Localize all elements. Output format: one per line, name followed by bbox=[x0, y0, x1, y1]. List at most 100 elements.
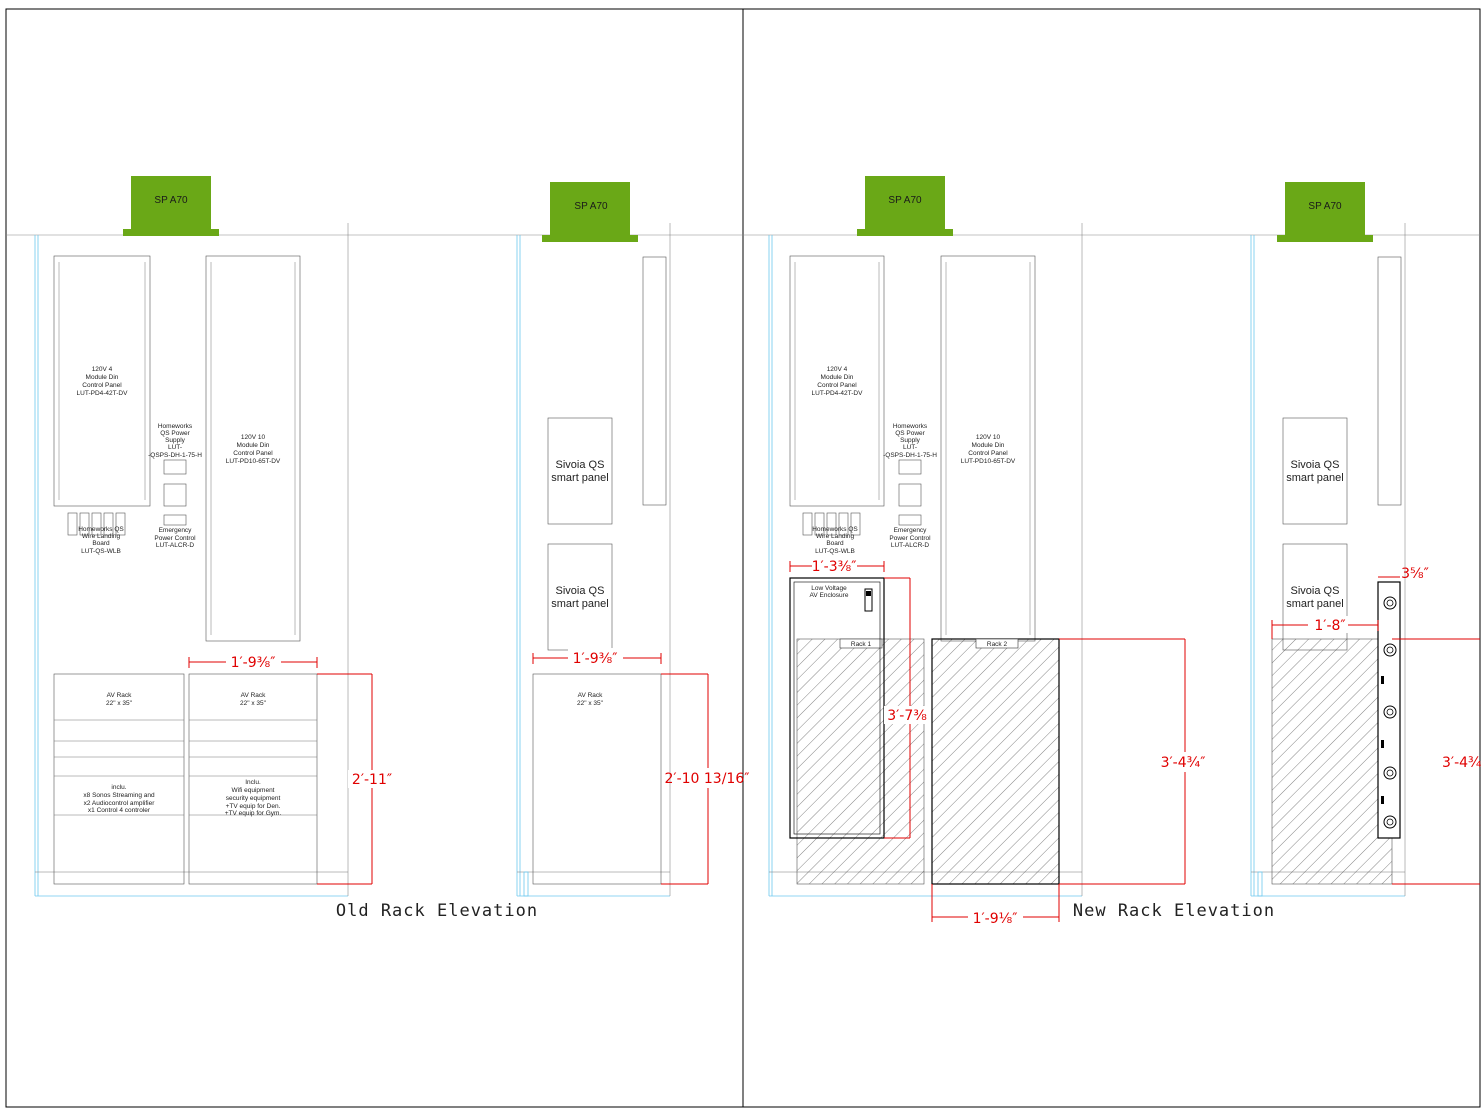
new-rack-1: Rack 1 bbox=[796, 638, 925, 885]
svg-text:1′-9⅛″: 1′-9⅛″ bbox=[973, 911, 1018, 927]
svg-text:AV Enclosure: AV Enclosure bbox=[810, 592, 849, 599]
old-height-dimension: 2′-11″ bbox=[317, 673, 396, 885]
svg-text:Homeworks: Homeworks bbox=[893, 423, 928, 430]
svg-text:Module Din: Module Din bbox=[821, 374, 854, 381]
svg-text:SP A70: SP A70 bbox=[574, 201, 608, 212]
sivoia-panel-4: Sivoia QS smart panel bbox=[1282, 543, 1348, 651]
sivoia-panel-3: Sivoia QS smart panel bbox=[1282, 417, 1348, 525]
sivoia-panel-1: Sivoia QS smart panel bbox=[547, 417, 613, 525]
svg-text:smart panel: smart panel bbox=[551, 598, 608, 610]
svg-text:x1 Control 4 controler: x1 Control 4 controler bbox=[88, 807, 151, 814]
svg-text:22" x 35": 22" x 35" bbox=[240, 700, 267, 707]
old-rack-elevation: SP A70 120V 4 Module Din Control Panel L… bbox=[34, 176, 750, 921]
svg-text:smart panel: smart panel bbox=[551, 472, 608, 484]
svg-text:LUT-: LUT- bbox=[168, 444, 182, 451]
emergency-power-control: Emergency Power Control LUT-ALCR-D bbox=[154, 527, 196, 549]
enclosure-side-profile bbox=[1377, 581, 1401, 839]
svg-text:Power Control: Power Control bbox=[889, 535, 931, 542]
speaker-sp-a70-3: SP A70 bbox=[857, 176, 953, 236]
svg-text:Control Panel: Control Panel bbox=[233, 450, 273, 457]
svg-text:120V 4: 120V 4 bbox=[827, 366, 848, 373]
svg-text:1′-3⅜″: 1′-3⅜″ bbox=[812, 559, 857, 575]
side-depth-dimension: 1′-8″ bbox=[1271, 616, 1379, 639]
svg-text:SP A70: SP A70 bbox=[1308, 201, 1342, 212]
svg-text:x8 Sonos Streaming and: x8 Sonos Streaming and bbox=[83, 792, 155, 799]
qs-power-supply: Homeworks QS Power Supply LUT- -QSPS-DH-… bbox=[148, 423, 202, 526]
svg-text:Low Voltage: Low Voltage bbox=[811, 585, 847, 592]
svg-text:Wifi equipment: Wifi equipment bbox=[232, 787, 275, 794]
new-side-elevation: SP A70 Sivoia QS smart panel Sivoia QS s… bbox=[1250, 182, 1484, 897]
svg-text:LUT-: LUT- bbox=[903, 444, 917, 451]
svg-text:Homeworks QS: Homeworks QS bbox=[812, 526, 858, 533]
svg-text:-QSPS-DH-1-75-H: -QSPS-DH-1-75-H bbox=[883, 452, 937, 459]
din4-control-panel-new: 120V 4 Module Din Control Panel LUT-PD4-… bbox=[789, 255, 885, 507]
svg-text:LUT-QS-WLB: LUT-QS-WLB bbox=[815, 548, 855, 555]
svg-text:Power Control: Power Control bbox=[154, 535, 196, 542]
svg-text:LUT-PD4-42T-DV: LUT-PD4-42T-DV bbox=[812, 390, 864, 397]
svg-text:Board: Board bbox=[92, 540, 110, 547]
svg-text:AV Rack: AV Rack bbox=[578, 692, 604, 699]
svg-text:+TV equip for Gym.: +TV equip for Gym. bbox=[225, 810, 282, 817]
old-rack-elevation-title: Old Rack Elevation bbox=[336, 901, 538, 921]
svg-text:Module Din: Module Din bbox=[972, 442, 1005, 449]
new-rack-2: Rack 2 bbox=[931, 638, 1060, 885]
old-side-av-rack: AV Rack 22" x 35" bbox=[532, 673, 662, 885]
svg-text:2′-11″: 2′-11″ bbox=[352, 772, 392, 788]
din10-control-panel: 120V 10 Module Din Control Panel LUT-PD1… bbox=[205, 255, 301, 642]
svg-text:Emergency: Emergency bbox=[159, 527, 193, 534]
svg-text:LUT-PD4-42T-DV: LUT-PD4-42T-DV bbox=[77, 390, 129, 397]
new-width-dimension: 1′-9⅛″ bbox=[931, 884, 1060, 927]
new-side-rack bbox=[1271, 638, 1393, 885]
enclosure-height-dimension: 3′-7⅜ bbox=[884, 577, 930, 839]
svg-text:QS Power: QS Power bbox=[160, 430, 190, 437]
old-side-height-dimension: 2′-10 13/16″ bbox=[661, 673, 750, 885]
old-av-rack-1: AV Rack 22" x 35" inclu. x8 Sonos Stream… bbox=[53, 673, 185, 885]
svg-text:LUT-PD10-65T-DV: LUT-PD10-65T-DV bbox=[961, 458, 1016, 465]
svg-text:Control Panel: Control Panel bbox=[82, 382, 122, 389]
svg-text:Supply: Supply bbox=[900, 437, 921, 444]
svg-text:smart panel: smart panel bbox=[1286, 472, 1343, 484]
svg-text:Wire Landing: Wire Landing bbox=[816, 533, 855, 540]
svg-text:LUT-PD10-65T-DV: LUT-PD10-65T-DV bbox=[226, 458, 281, 465]
svg-text:3′-4¾″: 3′-4¾″ bbox=[1161, 755, 1206, 771]
svg-text:QS Power: QS Power bbox=[895, 430, 925, 437]
wire-landing-board-new: Homeworks QS Wire Landing Board LUT-QS-W… bbox=[802, 512, 861, 555]
qs-power-supply-new: Homeworks QS Power Supply LUT- -QSPS-DH-… bbox=[883, 423, 937, 526]
svg-text:2′-10 13/16″: 2′-10 13/16″ bbox=[665, 771, 750, 787]
svg-text:3′-7⅜: 3′-7⅜ bbox=[887, 708, 927, 724]
svg-text:Module Din: Module Din bbox=[237, 442, 270, 449]
svg-text:-QSPS-DH-1-75-H: -QSPS-DH-1-75-H bbox=[148, 452, 202, 459]
svg-text:x2 Audiocontrol amplifier: x2 Audiocontrol amplifier bbox=[84, 800, 156, 807]
svg-text:Control Panel: Control Panel bbox=[817, 382, 857, 389]
sivoia-panel-2: Sivoia QS smart panel bbox=[547, 543, 613, 651]
din10-control-panel-new: 120V 10 Module Din Control Panel LUT-PD1… bbox=[940, 255, 1036, 642]
old-width-dimension: 1′-9⅜″ bbox=[188, 652, 318, 671]
old-av-rack-2: AV Rack 22" x 35" Inclu. Wifi equipment … bbox=[188, 673, 318, 885]
svg-text:smart panel: smart panel bbox=[1286, 598, 1343, 610]
svg-text:Homeworks QS: Homeworks QS bbox=[78, 526, 124, 533]
svg-text:Module Din: Module Din bbox=[86, 374, 119, 381]
svg-text:LUT-ALCR-D: LUT-ALCR-D bbox=[156, 542, 195, 549]
svg-text:3⅝″: 3⅝″ bbox=[1401, 566, 1429, 582]
svg-text:Sivoia QS: Sivoia QS bbox=[1291, 585, 1340, 597]
svg-text:security equipment: security equipment bbox=[226, 795, 281, 802]
svg-text:Wire Landing: Wire Landing bbox=[82, 533, 121, 540]
speaker-sp-a70-2: SP A70 bbox=[542, 182, 638, 242]
speaker-sp-a70-1: SP A70 bbox=[123, 176, 219, 236]
svg-text:SP A70: SP A70 bbox=[888, 195, 922, 206]
svg-text:Board: Board bbox=[826, 540, 844, 547]
din4-control-panel: 120V 4 Module Din Control Panel LUT-PD4-… bbox=[53, 255, 151, 507]
svg-text:3′-4¾″: 3′-4¾″ bbox=[1442, 755, 1484, 771]
side-height-dimension: 3′-4¾″ bbox=[1392, 638, 1484, 885]
side-small-dimension: 3⅝″ bbox=[1378, 566, 1429, 582]
speaker-sp-a70-4: SP A70 bbox=[1277, 182, 1373, 242]
new-rack-elevation-title: New Rack Elevation bbox=[1073, 901, 1275, 921]
new-height-dimension: 3′-4¾″ bbox=[1059, 638, 1212, 885]
svg-text:1′-8″: 1′-8″ bbox=[1314, 618, 1345, 634]
old-side-elevation: SP A70 Sivoia QS smart panel Sivoia QS s… bbox=[516, 182, 750, 897]
svg-text:120V 10: 120V 10 bbox=[241, 434, 266, 441]
svg-text:Rack 2: Rack 2 bbox=[987, 641, 1008, 648]
speaker-label: SP A70 bbox=[154, 195, 188, 206]
svg-text:AV Rack: AV Rack bbox=[241, 692, 267, 699]
